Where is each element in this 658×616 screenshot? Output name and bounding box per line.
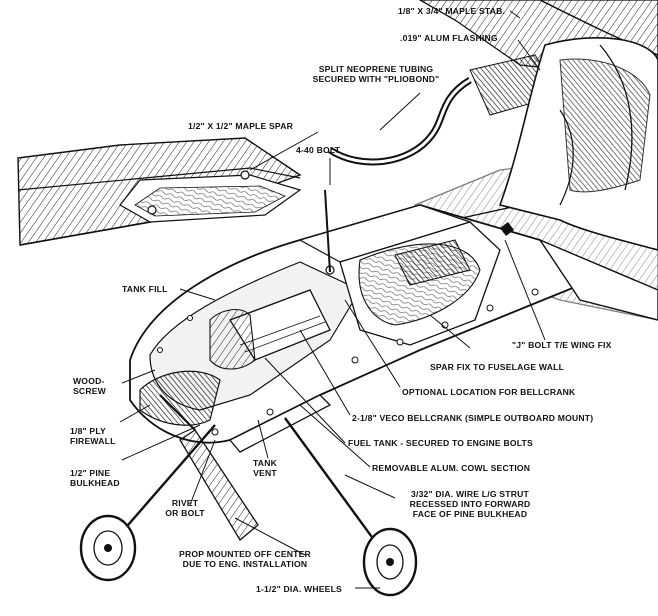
label-wire-strut: 3/32" DIA. WIRE L/G STRUT RECESSED INTO …: [409, 489, 531, 519]
left-wing: [17, 137, 302, 246]
label-prop-mounted: PROP MOUNTED OFF CENTER DUE TO ENG. INST…: [179, 549, 311, 569]
propeller: [159, 394, 259, 541]
label-maple-stab: 1/8" X 3/4" MAPLE STAB.: [398, 6, 506, 16]
leader-lines: [119, 10, 546, 589]
label-wood-screw: WOOD- SCREW: [73, 376, 106, 396]
label-ply-firewall: 1/8" PLY FIREWALL: [70, 426, 116, 446]
label-j-bolt: "J" BOLT T/E WING FIX: [512, 340, 612, 350]
neoprene-tubing: [328, 76, 472, 166]
label-neoprene-tubing: SPLIT NEOPRENE TUBING SECURED WITH "PLIO…: [312, 64, 440, 84]
rear-fuselage: [498, 36, 658, 251]
label-pine-bulkhead: 1/2" PINE BULKHEAD: [70, 468, 120, 488]
left-wheel: [79, 514, 137, 582]
label-fuel-tank: FUEL TANK - SECURED TO ENGINE BOLTS: [348, 438, 533, 448]
label-maple-spar: 1/2" X 1/2" MAPLE SPAR: [188, 121, 294, 131]
label-alum-flashing: .019" ALUM FLASHING: [400, 33, 498, 43]
label-tank-vent: TANK VENT: [252, 458, 278, 478]
fuselage: [129, 189, 658, 453]
label-wheels: 1-1/2" DIA. WHEELS: [256, 584, 342, 594]
label-spar-fix: SPAR FIX TO FUSELAGE WALL: [430, 362, 565, 372]
landing-gear: [79, 417, 418, 597]
label-bolt: 4-40 BOLT: [296, 145, 341, 155]
label-bellcrank: 2-1/8" VECO BELLCRANK (SIMPLE OUTBOARD M…: [352, 413, 594, 423]
right-wheel: [362, 527, 418, 597]
label-cowl-section: REMOVABLE ALUM. COWL SECTION: [372, 463, 531, 473]
label-optional-location: OPTIONAL LOCATION FOR BELLCRANK: [402, 387, 576, 397]
label-tank-fill: TANK FILL: [122, 284, 168, 294]
label-rivet-or-bolt: RIVET OR BOLT: [165, 498, 205, 518]
